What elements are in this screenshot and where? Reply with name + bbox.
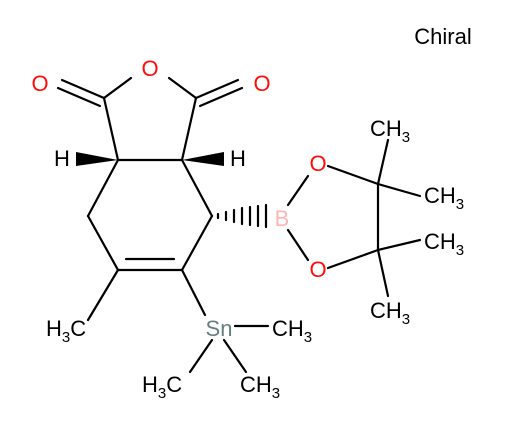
- bond-c-methyl-4: [376, 248, 390, 298]
- chiral-label: Chiral: [414, 24, 471, 49]
- bond-c1-o: [102, 76, 133, 100]
- atom-o-boron-bottom: O: [309, 257, 326, 282]
- bond-c5-methyl: [86, 268, 120, 322]
- bond-o-c2: [167, 76, 198, 100]
- bond-sn-methyl-left: [188, 338, 214, 374]
- bond-lines: [56, 76, 422, 374]
- atom-tin: Sn: [206, 316, 233, 341]
- bond-c6-c7: [180, 214, 214, 272]
- wedge-bond-h-right: [182, 152, 224, 166]
- methyl-ring-3: CH3: [424, 229, 464, 259]
- bond-c1-o-double-a: [60, 78, 106, 100]
- methyl-sn-right: CH3: [272, 316, 312, 346]
- bond-c-methyl-3: [376, 238, 422, 252]
- bond-o-bottom-c: [326, 248, 380, 270]
- bond-c1-ca: [102, 96, 120, 162]
- bond-c1-o-double-b: [56, 86, 102, 108]
- atom-o-carbonyl-left: O: [31, 71, 48, 96]
- bond-c-methyl-1: [376, 138, 390, 186]
- bond-b-o-top: [286, 174, 310, 207]
- bond-ch2-c5: [86, 214, 120, 272]
- bond-b-o-bottom: [286, 228, 310, 262]
- bond-ca-ch2: [86, 158, 120, 218]
- bond-sn-methyl-bottom: [222, 338, 248, 374]
- wedge-bond-h-left: [76, 152, 118, 166]
- methyl-ring-1: CH3: [370, 116, 410, 146]
- atom-o-carbonyl-right: O: [253, 71, 270, 96]
- methyl-ring-2: CH3: [424, 183, 464, 213]
- bond-c6-sn: [180, 268, 207, 317]
- bond-c2-cb: [180, 96, 198, 162]
- methyl-c5: H3C: [46, 316, 86, 346]
- bond-c-methyl-2: [376, 182, 422, 198]
- atom-o-boron-top: O: [309, 151, 326, 176]
- bond-c7-cb: [180, 158, 214, 218]
- atom-boron: B: [275, 206, 290, 231]
- atom-h-left: H: [54, 146, 70, 171]
- bond-c2-o-double-b: [198, 86, 244, 108]
- methyl-sn-bottom: CH3: [240, 372, 280, 402]
- bond-o-top-c: [326, 164, 380, 186]
- methyl-sn-left: H3C: [142, 372, 182, 402]
- atom-o-ring: O: [141, 56, 158, 81]
- hashed-bond-c7-b: [216, 203, 268, 229]
- atom-h-right: H: [230, 146, 246, 171]
- bond-c2-o-double-a: [194, 78, 240, 100]
- methyl-ring-4: CH3: [370, 298, 410, 328]
